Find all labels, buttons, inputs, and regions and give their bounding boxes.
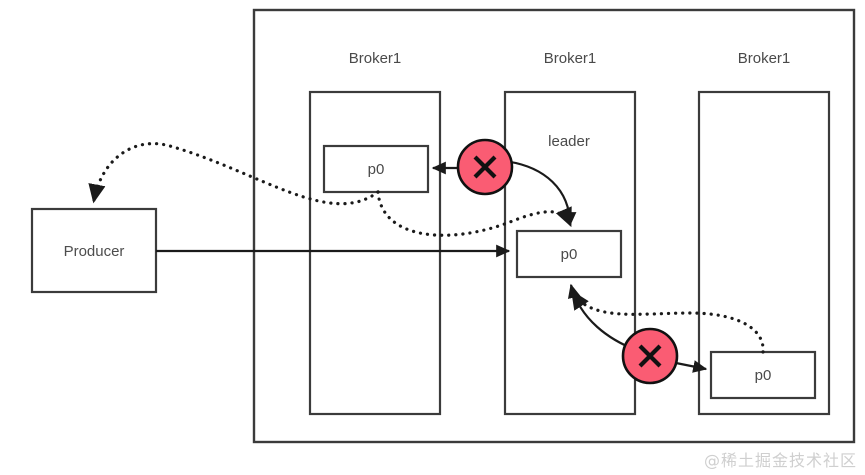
connector-dotted-replica1-to-producer xyxy=(88,142,380,206)
watermark-text: @稀土掘金技术社区 xyxy=(703,451,857,470)
connector-dotted-replica3-to-leader xyxy=(571,290,765,354)
partition-label-3: p0 xyxy=(755,367,772,384)
producer-label: Producer xyxy=(64,243,125,260)
broker-label-2: Broker1 xyxy=(544,50,597,67)
connector-dotted-replica1-to-leader xyxy=(376,190,572,237)
x-icon-top xyxy=(473,155,497,179)
x-icon-bottom xyxy=(638,344,662,368)
cluster-frame xyxy=(252,8,856,444)
connector-x-bottom-to-replica3 xyxy=(675,360,708,373)
broker-label-1: Broker1 xyxy=(349,50,402,67)
connector-x-top-to-leader-p0 xyxy=(503,159,577,227)
partition-label-1: p0 xyxy=(368,161,385,178)
connector-leader-p0-to-x-bottom xyxy=(567,283,637,352)
broker-container-1 xyxy=(308,90,442,416)
broker-container-3 xyxy=(697,90,831,416)
failure-marker-bottom xyxy=(621,327,679,385)
partition-box-2 xyxy=(515,229,623,279)
failure-marker-top xyxy=(456,138,514,196)
partition-box-1 xyxy=(322,144,430,194)
broker-label-3: Broker1 xyxy=(738,50,791,67)
leader-label: leader xyxy=(548,133,590,150)
partition-label-2: p0 xyxy=(561,246,578,263)
